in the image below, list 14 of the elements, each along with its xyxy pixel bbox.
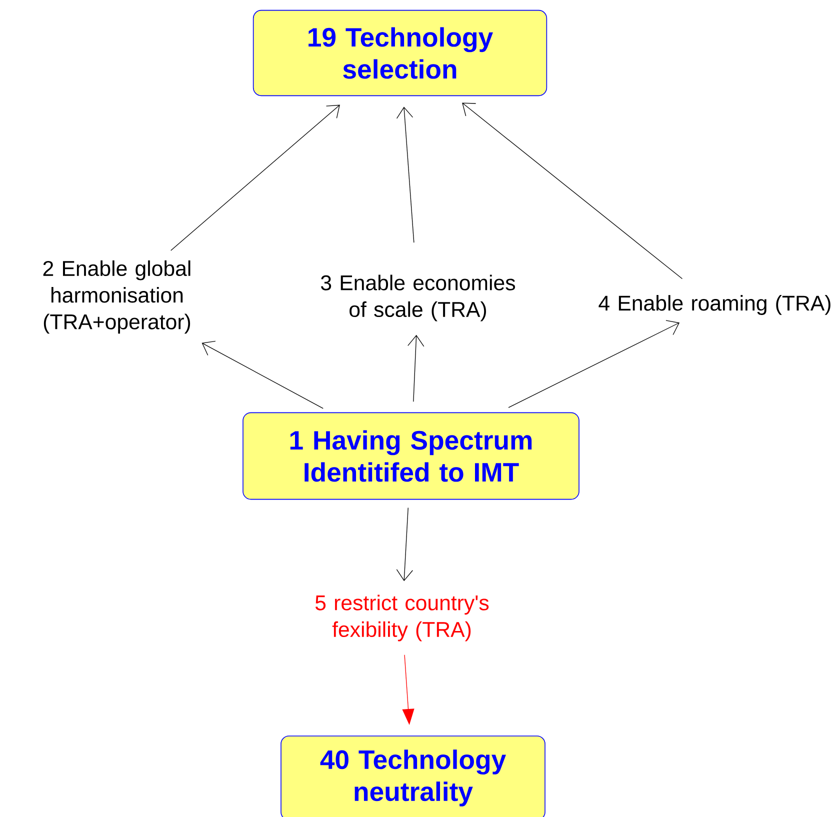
arrow xyxy=(396,507,413,582)
node-text: 3 Enable economies of scale (TRA) xyxy=(320,274,515,322)
arrow xyxy=(396,106,414,243)
node-text: 2 Enable global harmonisation (TRA+operator) xyxy=(43,260,190,334)
arrow xyxy=(408,334,424,402)
arrow xyxy=(508,320,680,408)
arrow xyxy=(170,104,340,251)
node-text: 4 Enable roaming (TRA) xyxy=(598,295,830,315)
process-box: 40 Technology neutrality xyxy=(280,736,546,817)
node-text: 5 restrict country's fexibility (TRA) xyxy=(315,594,489,642)
process-box: 1 Having Spectrum Identitifed to IMT xyxy=(242,412,580,500)
process-box: 19 Technology selection xyxy=(252,10,548,96)
arrow xyxy=(202,340,324,409)
arrow xyxy=(462,102,683,280)
